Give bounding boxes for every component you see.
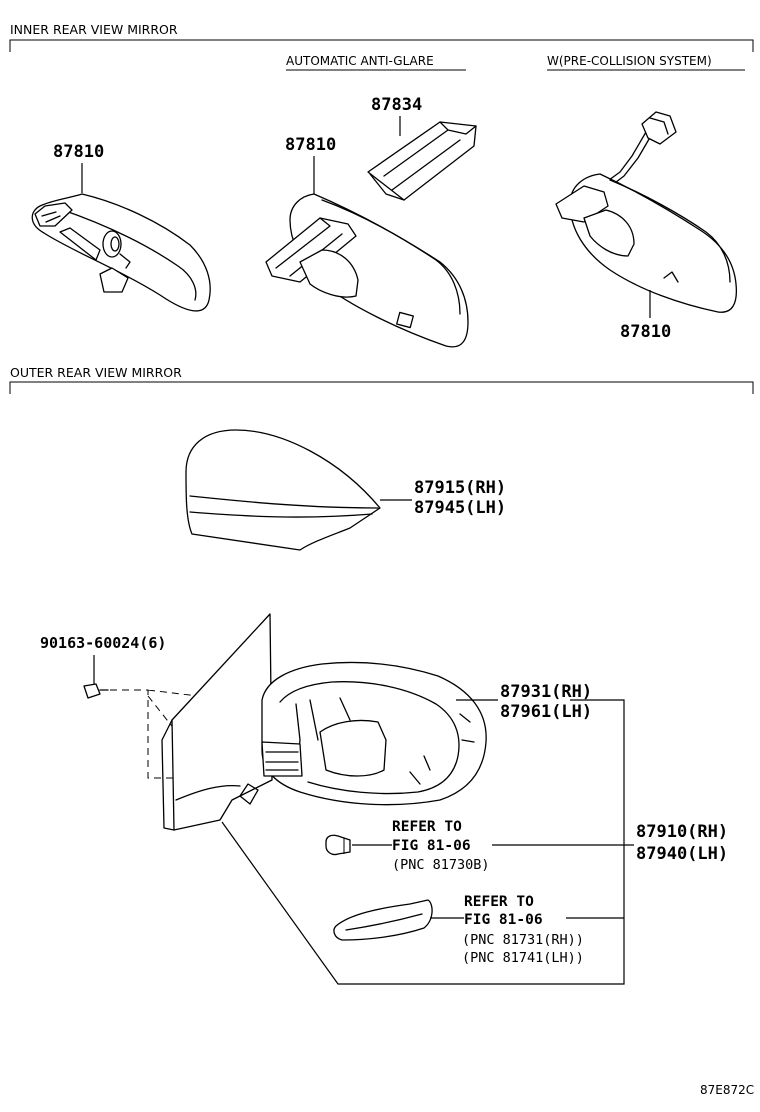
housing-tabs [459, 713, 475, 743]
housing-detail [409, 755, 431, 785]
inner-mirror-auto-anti-glare: 87810 [265, 135, 469, 348]
callout-87940-lh: 87940(LH) [636, 844, 728, 864]
mirror-stem [583, 209, 635, 257]
mirror-clip [663, 271, 679, 283]
inner-section-title: INNER REAR VIEW MIRROR [10, 22, 178, 37]
screw-head [83, 683, 101, 699]
callout-87961-lh: 87961(LH) [500, 702, 592, 722]
mirror-stem [59, 227, 101, 261]
refer-turn-line2[interactable]: FIG 81-06 [464, 912, 543, 928]
mirror-stem [299, 249, 359, 298]
outer-section-title: OUTER REAR VIEW MIRROR [10, 365, 182, 380]
callout-screw: 90163-60024(6) [40, 634, 166, 652]
callout-87915-rh: 87915(RH) [414, 478, 506, 498]
mirror-edge [609, 179, 731, 283]
outer-section-bracket [9, 381, 754, 394]
inner-mirror-pre-collision: 87810 [555, 111, 738, 342]
refer-turn-line1: REFER TO [464, 894, 534, 910]
mount-plate [171, 613, 273, 831]
refer-bulb-line1: REFER TO [392, 819, 462, 835]
refer-turn-lamp[interactable]: REFER TO FIG 81-06 (PNC 81731(RH)) (PNC … [462, 894, 584, 966]
mount-clip-detail [41, 211, 61, 223]
outer-mirror-base [161, 613, 273, 831]
mount-clip [34, 202, 73, 227]
outer-screw: 90163-60024(6) [40, 634, 166, 699]
mount-plate-edge [161, 719, 175, 831]
cover-ribs [383, 121, 477, 191]
pivot-inner [110, 236, 120, 252]
turn-lamp-contour [345, 913, 423, 931]
bulb-glass [325, 834, 351, 856]
inner-mirror-standard: 87810 [31, 142, 211, 312]
inner-section-bracket [9, 39, 754, 52]
mirror-edge [59, 208, 197, 301]
outer-mirror-cover: 87915(RH) 87945(LH) [185, 429, 506, 551]
callout-87810-auto: 87810 [285, 135, 336, 155]
refer-turn-pnc-rh: (PNC 81731(RH)) [462, 932, 584, 948]
subheading-auto-anti-glare: AUTOMATIC ANTI-GLARE [286, 54, 434, 68]
callout-87945-lh: 87945(LH) [414, 498, 506, 518]
mount-bracket [555, 185, 609, 223]
cover-lip [369, 173, 405, 201]
connector [641, 111, 677, 145]
assembly-bracket [221, 699, 625, 985]
refer-bulb-pnc: (PNC 81730B) [392, 857, 490, 873]
cover-contour [189, 495, 379, 518]
cover-body [367, 121, 477, 201]
housing-motor [319, 719, 387, 777]
base-foot [239, 783, 259, 805]
housing-hinge-detail [265, 751, 299, 771]
housing-hinge [261, 741, 303, 777]
outer-mirror-housing [239, 661, 487, 806]
mirror-edge [321, 199, 461, 315]
turn-lamp-lens [333, 899, 433, 941]
outer-turn-lamp [333, 899, 464, 941]
callout-87931-rh: 87931(RH) [500, 682, 592, 702]
mirror-detail [119, 253, 131, 269]
callout-87810-pcs: 87810 [620, 322, 671, 342]
housing-rim [279, 681, 460, 795]
inner-cover-87834: 87834 [367, 95, 477, 201]
adjust-tab [99, 267, 129, 293]
callout-87910-rh: 87910(RH) [636, 822, 728, 842]
connector-detail [649, 117, 669, 135]
refer-turn-pnc-lh: (PNC 81741(LH)) [462, 950, 584, 966]
figure-code: 87E872C [700, 1083, 754, 1097]
callout-87834: 87834 [371, 95, 422, 115]
inner-section: INNER REAR VIEW MIRROR AUTOMATIC ANTI-GL… [9, 22, 754, 348]
subheading-pre-collision: W(PRE-COLLISION SYSTEM) [547, 54, 712, 68]
mirror-body [31, 193, 211, 312]
outer-leaders [221, 699, 634, 985]
refer-bulb[interactable]: REFER TO FIG 81-06 (PNC 81730B) [392, 819, 490, 873]
outer-bulb [325, 834, 392, 856]
sensor-window [396, 311, 414, 329]
mount-plate-contour [175, 784, 241, 801]
pivot-ball [102, 230, 122, 258]
refer-bulb-line2[interactable]: FIG 81-06 [392, 838, 471, 854]
cover-shell [185, 429, 381, 551]
callout-87810-standard: 87810 [53, 142, 104, 162]
outer-section: OUTER REAR VIEW MIRROR 87915(RH) 87945(L… [9, 365, 754, 985]
